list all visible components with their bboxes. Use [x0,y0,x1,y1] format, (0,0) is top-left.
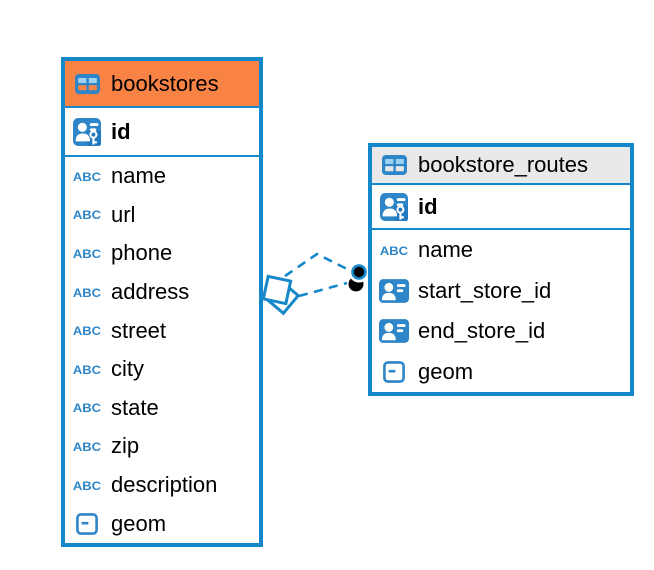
text-type-icon: ABC [72,439,102,454]
column-row[interactable]: start_store_id [372,271,630,312]
geometry-type-icon [379,360,409,383]
column-row[interactable]: end_store_id [372,311,630,352]
column-row[interactable]: ABC address [65,273,259,312]
diamond-endpoint-front[interactable] [261,274,293,306]
column-label: state [111,394,159,420]
column-label: street [111,317,167,343]
column-row[interactable]: geom [372,352,630,393]
reference-type-icon [379,278,409,303]
primary-key-row[interactable]: id [372,185,630,230]
column-label: address [111,279,190,305]
text-type-icon: ABC [72,323,102,338]
table-icon [379,155,409,175]
text-type-icon: ABC [72,284,102,300]
table-header[interactable]: bookstores [65,61,259,108]
column-row[interactable]: ABC city [65,350,259,389]
primary-key-icon [72,117,102,146]
column-row[interactable]: ABC url [65,196,259,235]
text-type-icon: ABC [72,207,102,223]
primary-key-label: id [111,118,131,144]
column-label: url [111,201,136,227]
text-type-icon: ABC [72,477,102,493]
column-row[interactable]: ABC name [65,157,259,196]
table-bookstores[interactable]: bookstores id ABC name [61,57,263,547]
primary-key-row[interactable]: id [65,108,259,157]
column-row[interactable]: ABC state [65,389,259,428]
text-type-icon: ABC [72,169,102,184]
dot-endpoint-front[interactable] [351,264,367,280]
column-row[interactable]: ABC description [65,466,259,505]
table-icon [72,73,102,94]
text-type-icon: ABC [72,362,102,377]
column-row[interactable]: ABC phone [65,234,259,273]
column-label: geom [418,358,474,384]
column-label: name [111,163,167,189]
primary-key-icon [379,192,409,221]
geometry-type-icon [72,512,102,535]
table-name: bookstores [111,70,219,96]
column-label: start_store_id [418,277,552,303]
table-bookstore-routes[interactable]: bookstore_routes id ABC name [368,143,634,396]
text-type-icon: ABC [72,400,102,415]
table-name: bookstore_routes [418,152,588,177]
relationship-line-1[interactable] [284,252,352,278]
column-label: end_store_id [418,318,546,344]
reference-type-icon [379,319,409,344]
relationship-line-2[interactable] [298,281,348,298]
column-label: city [111,356,144,382]
column-label: name [418,237,474,263]
table-header[interactable]: bookstore_routes [372,147,630,185]
column-label: phone [111,240,173,266]
column-row[interactable]: ABC name [372,230,630,271]
text-type-icon: ABC [379,243,409,258]
column-row[interactable]: ABC zip [65,427,259,466]
column-label: geom [111,510,167,536]
column-row[interactable]: geom [65,504,259,543]
column-label: zip [111,433,140,459]
column-label: description [111,472,218,498]
text-type-icon: ABC [72,246,102,261]
column-row[interactable]: ABC street [65,311,259,350]
primary-key-label: id [418,193,438,219]
